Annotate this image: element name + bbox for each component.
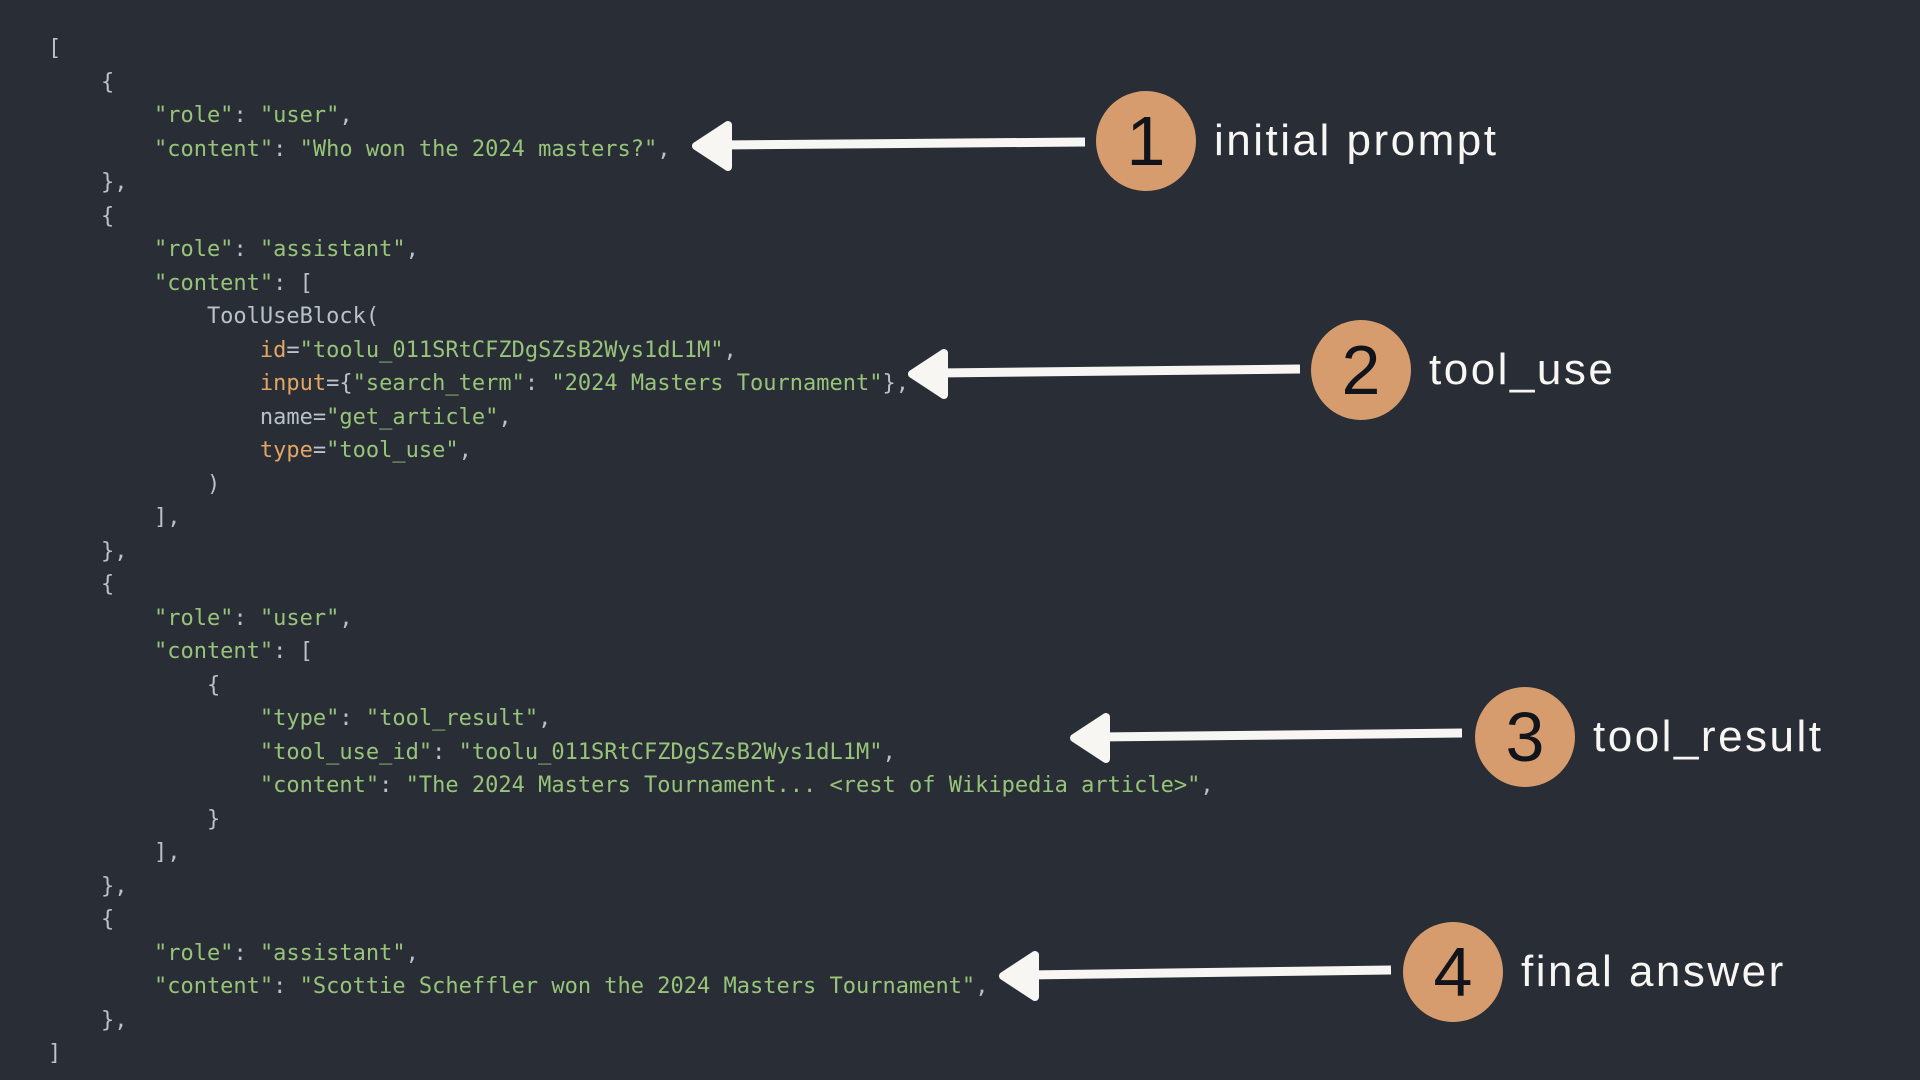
code-line: ] xyxy=(48,1041,62,1066)
code-line: }, xyxy=(48,170,128,195)
code-line: "content": "Who won the 2024 masters?", xyxy=(48,136,671,162)
step-number: 1 xyxy=(1126,102,1166,180)
code-line: "content": "The 2024 Masters Tournament.… xyxy=(48,773,1214,798)
code-line: input={"search_term": "2024 Masters Tour… xyxy=(259,371,909,396)
code-line: { xyxy=(48,572,115,597)
annotation-label: final answer xyxy=(1521,947,1786,996)
code-line: }, xyxy=(48,538,128,564)
annotation-label: tool_use xyxy=(1429,345,1616,394)
code-line: }, xyxy=(48,1007,128,1033)
annotation-label: tool_result xyxy=(1593,712,1824,761)
code-line: "content": "Scottie Scheffler won the 20… xyxy=(48,974,989,999)
code-line: { xyxy=(48,203,115,229)
code-line: "role": "user", xyxy=(48,605,353,631)
step-circle-4: 4 xyxy=(1403,922,1503,1022)
code-line: { xyxy=(48,672,221,698)
code-line: { xyxy=(48,69,115,95)
step-number: 4 xyxy=(1433,933,1473,1011)
code-line: type="tool_use", xyxy=(259,438,472,463)
annotation-tool-result: 3 tool_result xyxy=(1475,687,1824,787)
code-line: ], xyxy=(48,505,181,530)
step-number: 3 xyxy=(1505,698,1545,776)
step-circle-2: 2 xyxy=(1311,320,1411,420)
code-line: "role": "assistant", xyxy=(48,940,419,966)
code-line: ], xyxy=(48,840,181,865)
step-circle-3: 3 xyxy=(1475,687,1575,787)
annotation-tool-use: 2 tool_use xyxy=(1311,320,1615,420)
code-line: } xyxy=(48,806,221,832)
code-line: }, xyxy=(48,873,128,899)
code-line: { xyxy=(48,907,115,932)
code-line: ToolUseBlock( xyxy=(48,304,380,329)
code-line: "role": "user", xyxy=(48,103,353,128)
code-line: "type": "tool_result", xyxy=(48,706,552,731)
annotation-initial-prompt: 1 initial prompt xyxy=(1096,91,1498,191)
step-number: 2 xyxy=(1341,331,1381,409)
code-line: ) xyxy=(48,471,221,497)
step-circle-1: 1 xyxy=(1096,91,1196,191)
code-line: "tool_use_id": "toolu_011SRtCFZDgSZsB2Wy… xyxy=(48,739,896,765)
code-line: [ xyxy=(48,36,62,61)
annotation-label: initial prompt xyxy=(1214,116,1499,165)
code-line: "content": [ xyxy=(48,639,313,664)
code-line: name="get_article", xyxy=(48,404,512,430)
annotation-final-answer: 4 final answer xyxy=(1403,922,1786,1022)
code-line: "role": "assistant", xyxy=(48,237,419,262)
code-block: [ { "role": "user", "content": "Who won … xyxy=(48,32,1214,1071)
code-line: "content": [ xyxy=(48,270,313,296)
code-line: id="toolu_011SRtCFZDgSZsB2Wys1dL1M", xyxy=(259,337,737,363)
